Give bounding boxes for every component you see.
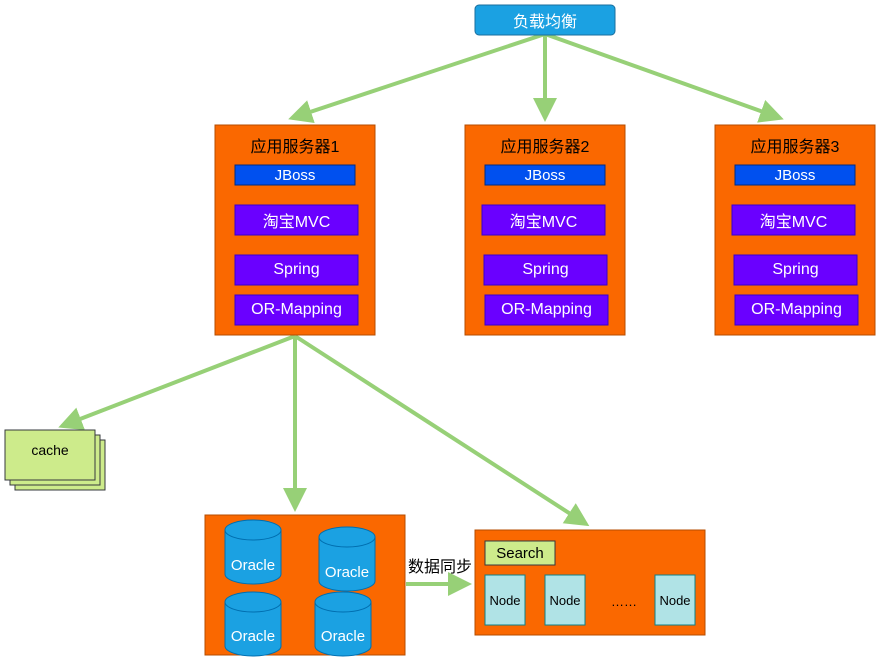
oracle-cylinder-4 [314,591,372,657]
mvc-layer [481,204,606,236]
load-balancer-box [474,4,616,36]
jboss-layer [734,164,856,186]
search-title: Search [496,544,544,562]
oracle-cylinder-1 [224,519,282,585]
arrow-lb-to-server3 [544,32,784,123]
sync-label: 数据同步 [407,559,472,576]
spring-layer [234,254,359,286]
layer-spring-label: Spring [522,261,569,278]
database-cluster [204,514,406,657]
cache-stack [4,429,106,491]
mvc-layer [731,204,856,236]
connectors [58,32,784,596]
arrow-server1-to-search [293,334,590,527]
arrow-lb-to-server1 [288,32,546,124]
mvc-layer [234,204,359,236]
ormapping-layer [484,294,609,326]
server-title: 应用服务器2 [500,139,590,156]
load-balancer-label: 负载均衡 [512,14,577,31]
layer-mvc-label: 淘宝MVC [262,214,331,231]
layer-mvc-label: 淘宝MVC [759,214,828,231]
spring-layer [733,254,858,286]
arrow-server1-to-cache [58,334,296,430]
node-label: Node [549,592,581,608]
oracle-cylinder-3 [224,591,282,657]
layer-spring-label: Spring [772,261,819,278]
oracle-label: Oracle [230,556,276,574]
jboss-layer [234,164,356,186]
server-title: 应用服务器3 [750,139,840,156]
layer-spring-label: Spring [273,261,320,278]
jboss-layer [484,164,606,186]
search-node-3 [654,574,696,626]
search-node-2 [544,574,586,626]
cache-label: cache [31,442,69,458]
oracle-cylinder-2 [318,526,376,592]
app-server-2 [464,124,626,336]
layer-ormapping-label: OR-Mapping [751,301,842,318]
oracle-label: Oracle [324,563,370,581]
layer-ormapping-label: OR-Mapping [251,301,342,318]
oracle-label: Oracle [320,627,366,645]
layer-mvc-label: 淘宝MVC [509,214,578,231]
search-title-box [484,540,556,566]
layer-ormapping-label: OR-Mapping [501,301,592,318]
oracle-label: Oracle [230,627,276,645]
ellipsis-label: …… [611,593,637,609]
node-label: Node [489,592,521,608]
search-cluster [474,529,706,636]
spring-layer [483,254,608,286]
ormapping-layer [734,294,859,326]
search-node-1 [484,574,526,626]
node-label: Node [659,592,691,608]
app-server-3 [714,124,876,336]
app-server-1 [214,124,376,336]
layer-jboss-label: JBoss [774,166,816,184]
server-title: 应用服务器1 [250,139,340,156]
layer-jboss-label: JBoss [274,166,316,184]
layer-jboss-label: JBoss [524,166,566,184]
ormapping-layer [234,294,359,326]
